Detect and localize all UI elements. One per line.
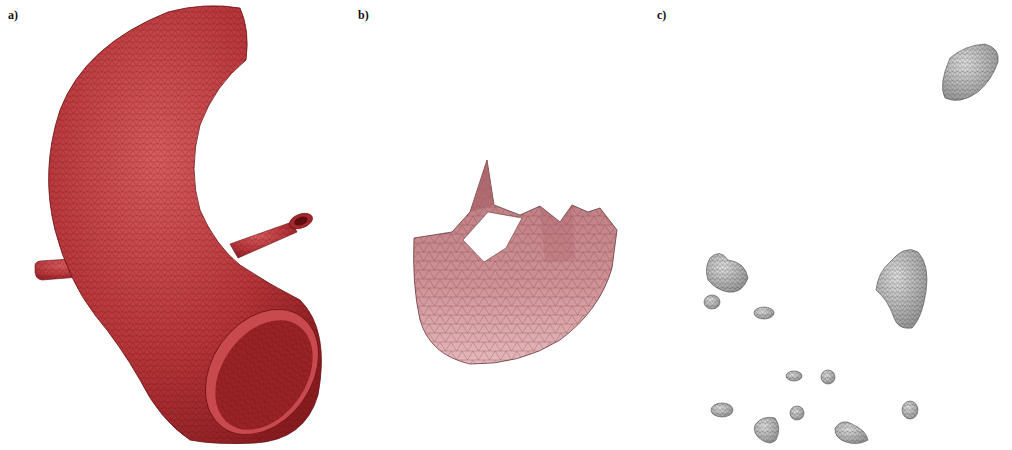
panel-label: a): [8, 9, 18, 21]
panel-label: c): [657, 9, 666, 21]
panel-label: b): [358, 9, 369, 21]
aorta-mesh: [35, 6, 342, 450]
valve-mesh: [414, 160, 617, 364]
calcification-mesh: [704, 44, 998, 444]
